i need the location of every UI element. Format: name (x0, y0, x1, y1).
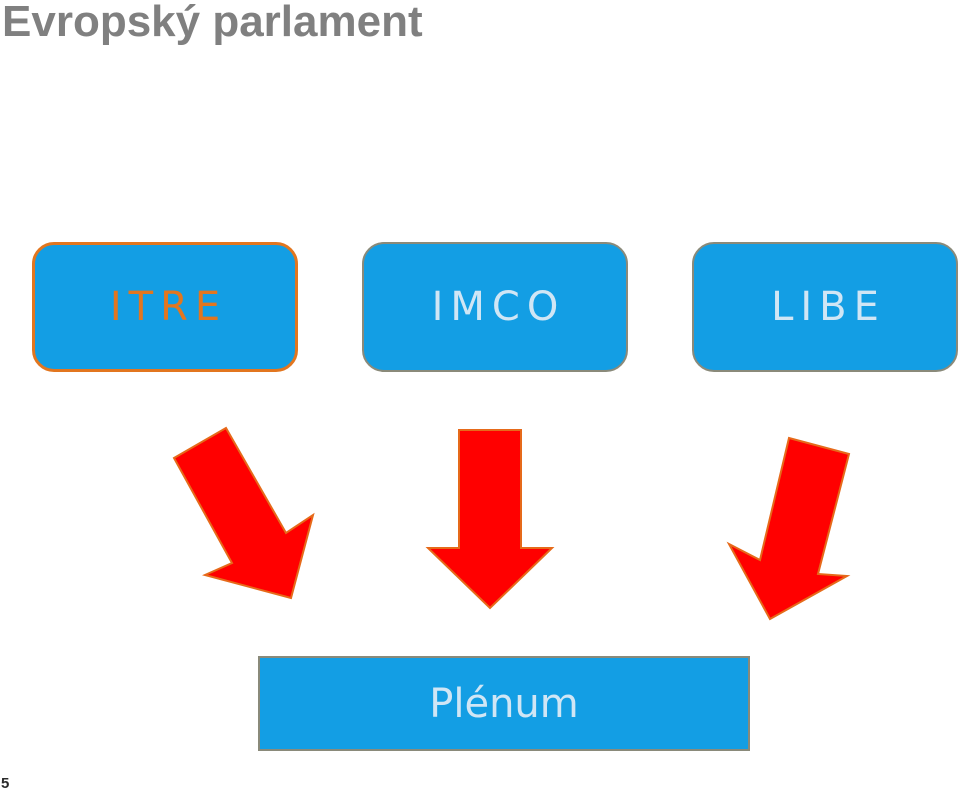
committee-box-libe: LIBE (692, 242, 958, 372)
committee-box-itre: ITRE (32, 242, 298, 372)
slide-number: 5 (1, 775, 10, 792)
arrow-libe-to-plenum (726, 436, 851, 621)
plenum-box: Plénum (258, 656, 750, 751)
plenum-label: Plénum (429, 680, 579, 727)
arrow-itre-to-plenum (172, 426, 315, 600)
committee-label-libe: LIBE (771, 284, 886, 330)
committee-label-imco: IMCO (431, 284, 566, 330)
committee-box-imco: IMCO (362, 242, 628, 372)
committee-label-itre: ITRE (109, 284, 228, 330)
arrow-imco-to-plenum (425, 429, 555, 610)
slide-title: Evropský parlament (2, 0, 423, 46)
